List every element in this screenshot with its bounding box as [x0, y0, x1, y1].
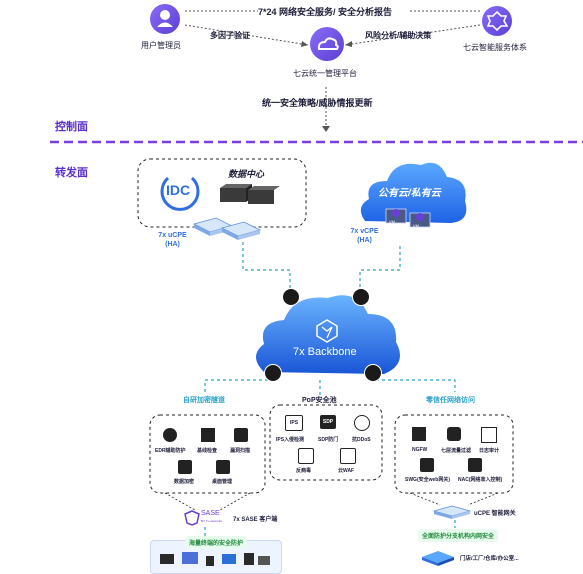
right-item-2: 七层流量过滤 [441, 448, 472, 454]
backbone-label: 7x Backbone [293, 346, 357, 358]
left-item-1: EDR辅助防护 [155, 448, 186, 454]
vm-label-1: VM [389, 219, 395, 224]
server-rack-icon [218, 182, 280, 206]
risk-arrow-line [344, 24, 481, 46]
left-item-2: 基线检查 [197, 448, 218, 454]
right-item-3: 日志审计 [479, 448, 500, 454]
vcpe-label-1: 7x vCPE [350, 228, 379, 235]
ucpe-gateway-icon[interactable] [432, 504, 472, 520]
mfa-arrowhead [301, 41, 308, 47]
left-item-5: 桌面管理 [212, 479, 233, 485]
waf-icon [340, 448, 356, 464]
baseline-icon [201, 428, 215, 442]
vcpe-vm-icon[interactable]: VM VM [384, 205, 434, 231]
sase-client-label: 7x SASE 客户端 [233, 517, 278, 523]
ucpe-device-icon[interactable] [192, 210, 266, 242]
left-panel-funnel-l [164, 492, 196, 511]
backbone-to-right-line [371, 372, 456, 392]
center-item-5: 云WAF [338, 468, 355, 474]
platform-label: 七云统一管理平台 [293, 69, 357, 78]
service-system-icon[interactable] [482, 6, 512, 36]
control-plane-label: 控制面 [55, 121, 88, 133]
platform-down-arrowhead [322, 126, 330, 132]
pop-node-icon-3 [264, 364, 282, 382]
ucpe-gateway-label: uCPE 智能网关 [474, 511, 516, 517]
platform-cloud-icon[interactable] [310, 27, 344, 61]
left-panel-funnel-r [219, 492, 251, 511]
datacenter-title: 数据中心 [228, 169, 265, 179]
ips-badge-text: IPS [289, 420, 299, 426]
nac-icon [468, 458, 482, 472]
sase-logo-text: SASE [201, 510, 220, 517]
public-cloud-title: 公有云/私有云 [378, 188, 441, 199]
left-item-3: 漏洞扫描 [230, 448, 251, 454]
left-panel-box [149, 414, 266, 494]
user-admin-label: 用户管理员 [141, 41, 181, 50]
center-item-3: 抗DDoS [352, 437, 371, 443]
antivirus-icon [298, 448, 314, 464]
ngfw-icon [412, 427, 426, 441]
center-branch-title: PoP安全池 [302, 397, 337, 404]
banner-title: 7*24 网络安全服务/ 安全分析报告 [258, 7, 393, 17]
pop-node-icon-2 [352, 288, 370, 306]
l7-filter-icon [447, 427, 461, 441]
center-item-1: IPS入侵检测 [276, 437, 305, 443]
dc-to-backbone-line [242, 242, 291, 290]
center-item-2: SDP防门 [318, 437, 339, 443]
datacenter-box [137, 158, 307, 228]
right-item-5: NAC(网络准入控制) [458, 477, 503, 483]
ucpe-label-2: (HA) [165, 241, 180, 248]
center-item-4: 反病毒 [296, 468, 312, 474]
sase-logo-sub: BY 7x-networks [201, 519, 222, 523]
desktop-mgmt-icon [216, 460, 230, 474]
right-branch-title: 零信任网络访问 [426, 397, 475, 404]
pop-node-icon-1 [282, 288, 300, 306]
center-panel-box [269, 404, 383, 481]
branch-building-icon [418, 545, 458, 567]
swg-icon [420, 458, 434, 472]
left-branch-title: 自研加密隧道 [183, 397, 225, 404]
right-item-1: NGFW [412, 447, 428, 453]
right-item-4: SWG(安全web网关) [405, 477, 450, 483]
idc-logo-text: IDC [166, 182, 191, 198]
edr-icon [163, 428, 177, 442]
backbone-logo-icon [314, 318, 340, 344]
service-system-label: 七云智能服务体系 [463, 43, 527, 52]
user-admin-icon[interactable] [150, 4, 180, 34]
right-panel-box [394, 414, 514, 494]
mfa-arrow-line [184, 24, 309, 46]
pop-node-icon-4 [364, 364, 382, 382]
public-cloud-shape [355, 155, 470, 230]
mfa-label: 多因子验证 [210, 31, 250, 40]
forwarding-plane-label: 转发面 [55, 167, 88, 179]
vuln-scan-icon [234, 428, 248, 442]
ucpe-label-1: 7x uCPE [158, 232, 187, 239]
endpoint-banner: 海量终端的安全防护 [185, 536, 248, 549]
encryption-icon [178, 460, 192, 474]
sdp-badge: SDP [320, 415, 336, 429]
right-panel-funnel-l [409, 492, 441, 506]
endpoint-devices-icon [158, 550, 273, 568]
risk-arrowhead [345, 41, 352, 47]
branch-banner: 全面防护分支机构内网安全 [418, 529, 499, 542]
backbone-to-left-line [204, 372, 273, 392]
ddos-icon [354, 415, 370, 431]
ips-badge: IPS [285, 415, 303, 431]
policy-update-label: 统一安全策略/威胁情报更新 [262, 98, 373, 108]
right-panel-funnel-r [467, 492, 499, 506]
cloud-to-backbone-line [359, 246, 401, 290]
idc-icon: IDC [158, 170, 202, 214]
left-item-4: 数据加密 [174, 479, 195, 485]
sdp-badge-text: SDP [322, 419, 334, 425]
log-audit-icon [481, 427, 497, 443]
sase-logo-icon [184, 510, 200, 526]
branch-sites-label: 门店/工厂/仓库/办公室... [460, 556, 519, 562]
risk-label: 风险分析/辅助决策 [365, 31, 432, 40]
vm-label-2: VM [413, 223, 419, 228]
vcpe-label-2: (HA) [357, 237, 372, 244]
